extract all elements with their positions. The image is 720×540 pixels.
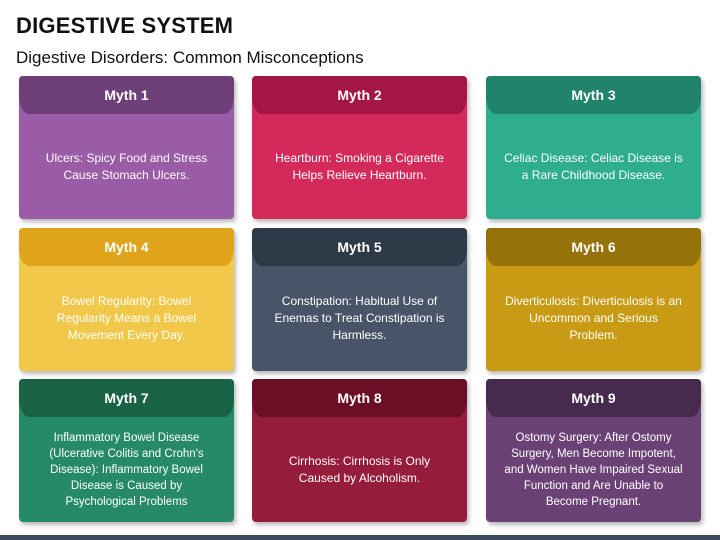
myth-card-header: Myth 8	[252, 379, 467, 417]
myth-card-2: Myth 2 Heartburn: Smoking a Cigarette He…	[252, 76, 467, 219]
myth-card-text: Ulcers: Spicy Food and Stress Cause Stom…	[45, 150, 208, 182]
myth-card-text: Ostomy Surgery: After Ostomy Surgery, Me…	[504, 431, 683, 508]
myth-card-text: Cirrhosis: Cirrhosis is Only Caused by A…	[288, 453, 431, 485]
myth-card-text: Heartburn: Smoking a Cigarette Helps Rel…	[275, 150, 444, 182]
page-title: DIGESTIVE SYSTEM	[16, 13, 234, 38]
myth-card-6: Myth 6 Diverticulosis: Diverticulosis is…	[486, 228, 701, 371]
myth-card-text: Celiac Disease: Celiac Disease is a Rare…	[504, 150, 683, 182]
myth-card-9: Myth 9 Ostomy Surgery: After Ostomy Surg…	[486, 379, 701, 522]
myth-card-header: Myth 6	[486, 228, 701, 266]
myth-card-text: Diverticulosis: Diverticulosis is an Unc…	[505, 294, 682, 342]
myth-card-7: Myth 7 Inflammatory Bowel Disease (Ulcer…	[19, 379, 234, 522]
myth-card-header: Myth 7	[19, 379, 234, 417]
myth-card-header: Myth 3	[486, 76, 701, 114]
myth-card-text: Constipation: Habitual Use of Enemas to …	[274, 294, 445, 342]
myth-card-header: Myth 2	[252, 76, 467, 114]
myth-card-header: Myth 5	[252, 228, 467, 266]
page-subtitle: Digestive Disorders: Common Misconceptio…	[16, 48, 364, 67]
myth-card-8: Myth 8 Cirrhosis: Cirrhosis is Only Caus…	[252, 379, 467, 522]
myth-card-header: Myth 9	[486, 379, 701, 417]
myth-card-text: Inflammatory Bowel Disease (Ulcerative C…	[49, 431, 204, 508]
myth-card-header: Myth 1	[19, 76, 234, 114]
myth-card-1: Myth 1 Ulcers: Spicy Food and Stress Cau…	[19, 76, 234, 219]
myth-card-3: Myth 3 Celiac Disease: Celiac Disease is…	[486, 76, 701, 219]
myth-card-4: Myth 4 Bowel Regularity: Bowel Regularit…	[19, 228, 234, 371]
myth-card-header: Myth 4	[19, 228, 234, 266]
myth-card-5: Myth 5 Constipation: Habitual Use of Ene…	[252, 228, 467, 371]
myth-card-text: Bowel Regularity: Bowel Regularity Means…	[56, 294, 197, 342]
footer-bar	[0, 535, 720, 540]
